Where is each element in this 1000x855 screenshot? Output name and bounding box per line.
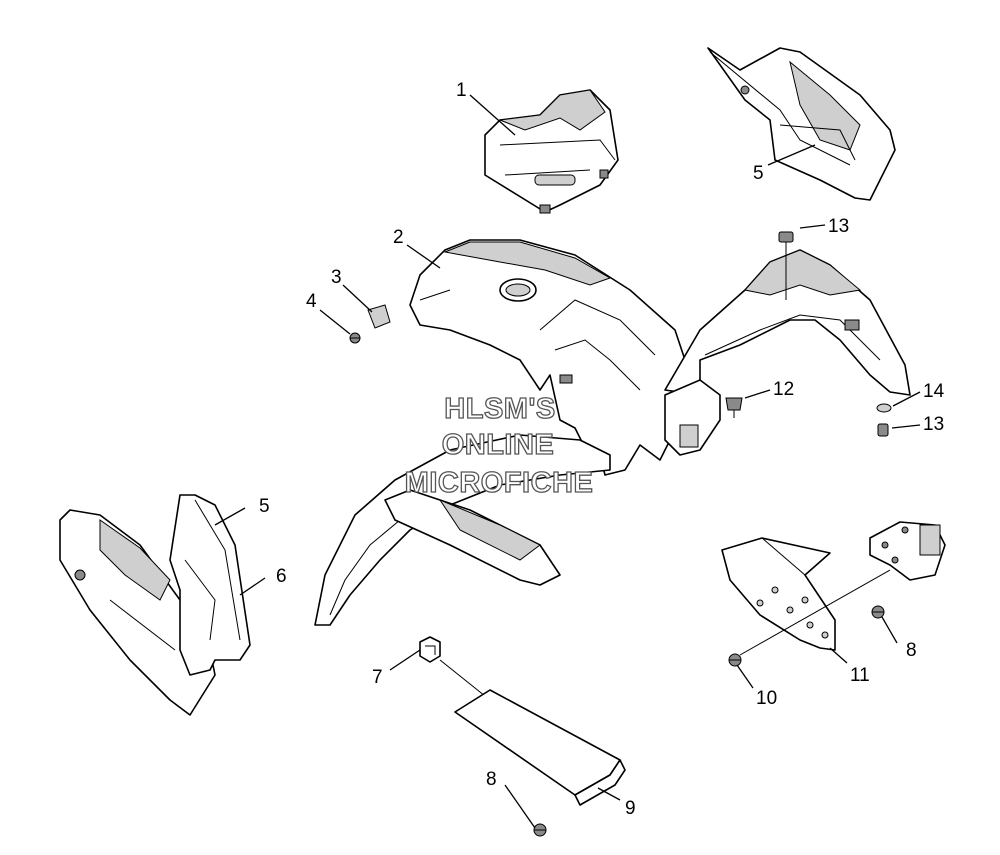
callout-11: 11 <box>850 665 870 686</box>
callout-8-right: 8 <box>906 640 917 661</box>
part-8-screw-right <box>871 605 885 619</box>
part-8-screw-lower <box>533 823 547 837</box>
part-13-upper-bolt <box>778 231 794 300</box>
part-5-upper-side-panel <box>707 47 896 201</box>
part-7-clip <box>419 636 491 701</box>
part-11-mounting-bracket <box>721 537 836 651</box>
callout-6: 6 <box>276 566 287 587</box>
callout-13-lower: 13 <box>923 414 944 435</box>
callout-14: 14 <box>923 381 945 402</box>
part-2-rear-fender-right <box>664 249 911 456</box>
part-3-clip <box>367 304 391 329</box>
part-9-bracket-plate <box>454 689 626 806</box>
part-14-washer <box>876 403 892 413</box>
part-5-lower-side-panel <box>59 509 216 716</box>
callout-labels: 1 2 3 4 5 5 6 7 8 8 9 10 11 12 13 13 14 <box>259 80 945 819</box>
part-2-front-fender <box>409 239 691 476</box>
callout-5-lower: 5 <box>259 496 270 517</box>
part-13-lower-bolt <box>877 423 889 437</box>
hinge-block <box>739 521 946 656</box>
callout-7: 7 <box>372 667 383 688</box>
callout-9: 9 <box>625 798 636 819</box>
part-4-screw <box>349 332 361 344</box>
callout-1: 1 <box>456 80 467 101</box>
callout-8-lower: 8 <box>486 769 497 790</box>
callout-5-upper: 5 <box>753 163 764 184</box>
leader-lines <box>214 94 921 829</box>
callout-10: 10 <box>756 688 777 709</box>
callout-4: 4 <box>306 291 317 312</box>
callout-2: 2 <box>393 227 404 248</box>
part-1-headlight-pod <box>484 89 619 214</box>
part-6-side-panel-insert <box>169 494 251 676</box>
watermark-line-3: MICROFICHE <box>405 467 594 499</box>
callout-13-upper: 13 <box>828 216 849 237</box>
callout-12: 12 <box>773 379 794 400</box>
part-10-bolt <box>728 653 742 667</box>
part-2-lower-fender-left <box>314 434 611 626</box>
part-12-push-rivet <box>725 397 743 418</box>
watermark-line-1: HLSM'S <box>444 393 555 425</box>
watermark: HLSM'S ONLINE MICROFICHE <box>404 392 594 499</box>
callout-3: 3 <box>331 267 342 288</box>
watermark-line-2: ONLINE <box>442 429 555 461</box>
